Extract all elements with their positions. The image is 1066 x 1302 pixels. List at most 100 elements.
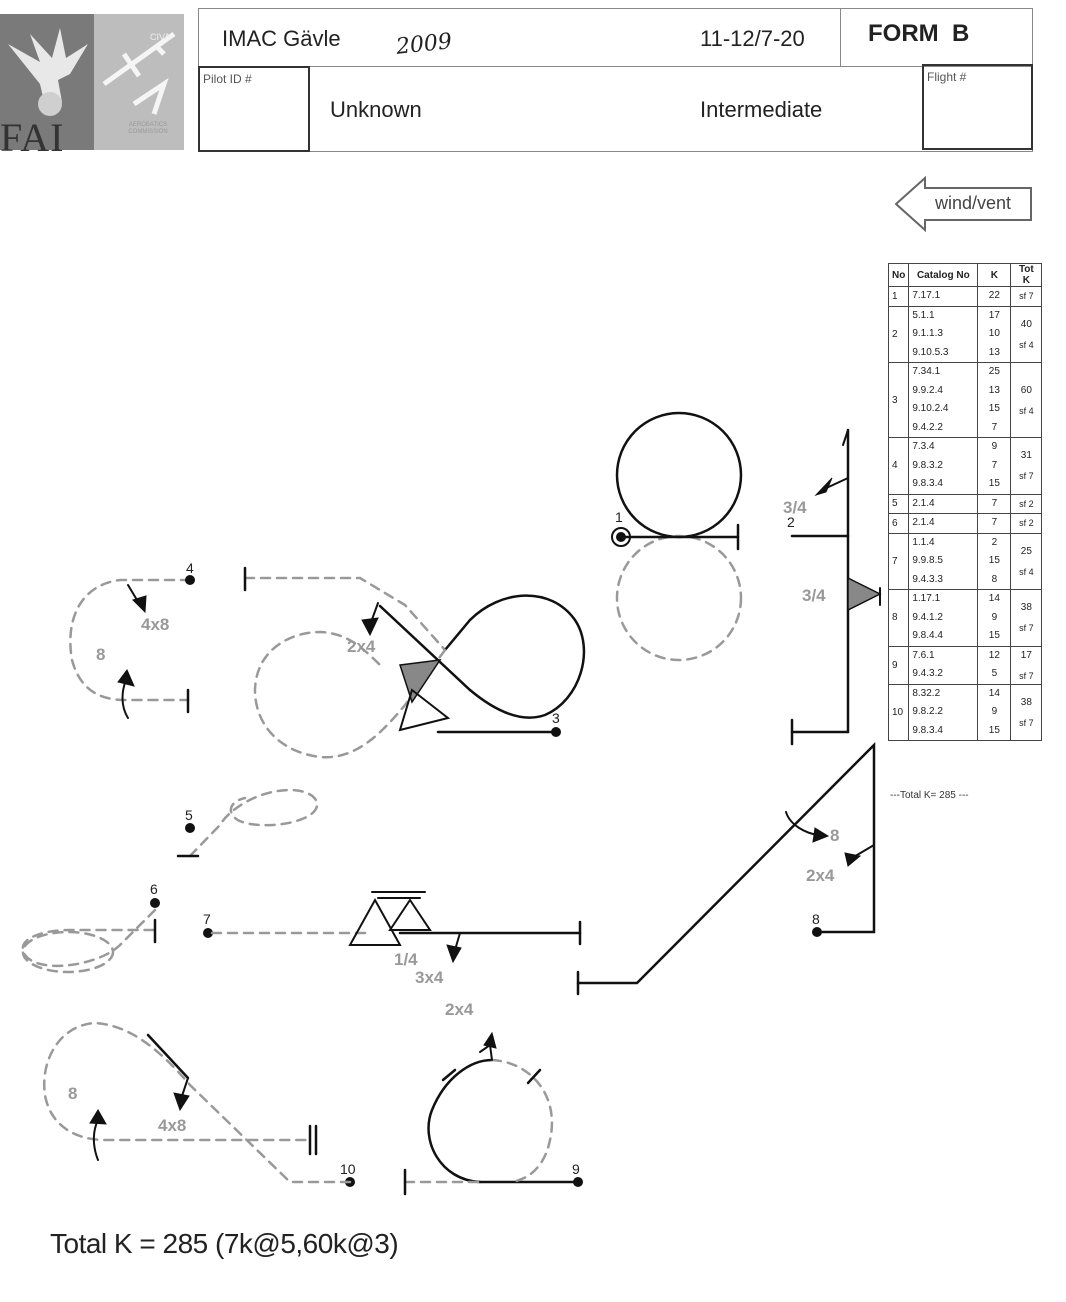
- cell-no: 4: [887, 437, 910, 495]
- cell-catalog: 7.6.1 9.4.3.2: [908, 645, 979, 685]
- cell-catalog: 2.1.4: [908, 493, 979, 514]
- figure-7: [203, 891, 582, 964]
- cell-totk: 38 sf 7: [1010, 683, 1043, 741]
- cell-totk: 25 sf 4: [1010, 532, 1043, 590]
- cell-catalog: 7.34.1 9.9.2.4 9.10.2.4 9.4.2.2: [908, 362, 979, 438]
- cell-catalog: 2.1.4: [908, 513, 979, 534]
- cell-totk-value: 38: [1020, 696, 1032, 708]
- figure-5: [176, 788, 319, 858]
- cell-no: 5: [887, 493, 910, 514]
- fai-logo: FAI CIVA AEROBATICS COMMISSION: [0, 14, 184, 160]
- spin-label-fig4: 8: [96, 645, 106, 664]
- cell-totk-value: 38: [1020, 602, 1032, 614]
- cell-safety-factor: sf 4: [1019, 339, 1034, 350]
- col-k: K: [977, 263, 1012, 287]
- roll-label-fig7-b: 3x4: [415, 968, 444, 987]
- cell-no: 9: [887, 645, 910, 685]
- cell-no: 1: [887, 286, 910, 307]
- cell-no: 7: [887, 532, 910, 590]
- figure-number-9: 9: [572, 1161, 580, 1177]
- cell-totk: 31 sf 7: [1010, 437, 1043, 495]
- header-divider: [198, 66, 1033, 67]
- roll-label-fig4: 4x8: [141, 615, 170, 634]
- airplane-icon: [102, 31, 176, 115]
- figure-number-4: 4: [186, 560, 194, 576]
- cell-catalog: 7.17.1: [908, 286, 979, 307]
- cell-no: 10: [887, 683, 910, 741]
- wind-direction: wind/vent: [895, 176, 1033, 233]
- flight-number-label: Flight #: [927, 70, 967, 84]
- cell-safety-factor: sf 7: [1019, 717, 1034, 728]
- cell-totk: 17 sf 7: [1010, 645, 1043, 685]
- roll-label-fig2-a: 3/4: [783, 498, 807, 517]
- figure-number-8: 8: [812, 911, 820, 927]
- cell-safety-factor: sf 7: [1019, 471, 1034, 482]
- table-total-k: ---Total K= 285 ---: [890, 790, 969, 801]
- cell-k: 14 9 15: [977, 683, 1012, 741]
- sequence-name: Unknown: [330, 97, 422, 122]
- cell-safety-factor: sf 7: [1019, 670, 1034, 681]
- roll-label-fig2-b: 3/4: [802, 586, 826, 605]
- figure-number-10: 10: [340, 1161, 356, 1177]
- figure-9: [403, 1031, 583, 1196]
- cell-safety-factor: sf 7: [1019, 291, 1034, 302]
- cell-k: 17 10 13: [977, 305, 1012, 363]
- col-catalog: Catalog No: [908, 263, 979, 287]
- cell-totk: 40 sf 4: [1010, 305, 1043, 363]
- cell-totk-value: 60: [1020, 384, 1032, 396]
- cell-safety-factor: sf 2: [1019, 518, 1034, 529]
- figure-4: [69, 575, 195, 719]
- cell-k: 9 7 15: [977, 437, 1012, 495]
- col-totk: Tot K: [1010, 263, 1043, 287]
- cell-totk: sf 2: [1010, 493, 1043, 514]
- roll-label-fig9: 2x4: [445, 1000, 474, 1019]
- roll-label-fig10: 4x8: [158, 1116, 187, 1135]
- table-header-row: No Catalog No K Tot K: [887, 263, 1043, 287]
- cell-no: 3: [887, 362, 910, 438]
- cell-safety-factor: sf 4: [1019, 405, 1034, 416]
- cell-catalog: 8.32.2 9.8.2.2 9.8.3.4: [908, 683, 979, 741]
- cell-totk: sf 7: [1010, 286, 1043, 307]
- contest-name: IMAC Gävle: [222, 26, 341, 51]
- cell-safety-factor: sf 4: [1019, 566, 1034, 577]
- cell-totk: 60 sf 4: [1010, 362, 1043, 438]
- cell-totk-value: 31: [1020, 450, 1032, 462]
- civa-logo-text: CIVA: [150, 32, 171, 42]
- cell-k: 22: [977, 286, 1012, 307]
- cell-totk-value: 17: [1020, 649, 1032, 661]
- cell-catalog: 1.17.1 9.4.1.2 9.8.4.4: [908, 589, 979, 647]
- class-name: Intermediate: [700, 97, 823, 122]
- total-k: Total K = 285 (7k@5,60k@3): [50, 1228, 399, 1259]
- figure-3: [243, 566, 586, 759]
- cell-catalog: 7.3.4 9.8.3.2 9.8.3.4: [908, 437, 979, 495]
- roll-label-fig7-a: 1/4: [394, 950, 418, 969]
- figure-number-3: 3: [552, 710, 560, 726]
- figure-1: [611, 411, 743, 662]
- wind-arrow-icon: [895, 176, 1032, 233]
- header-divider-vertical: [840, 8, 841, 66]
- cell-no: 8: [887, 589, 910, 647]
- cell-safety-factor: sf 2: [1019, 498, 1034, 509]
- cell-k: 12 5: [977, 645, 1012, 685]
- figure-number-1: 1: [615, 509, 623, 525]
- roll-label-fig3: 2x4: [347, 637, 376, 656]
- roll-number-fig8: 8: [830, 826, 840, 845]
- figure-10: [43, 1021, 355, 1187]
- cell-totk-value: 25: [1020, 545, 1032, 557]
- form-label: FORM B: [868, 20, 970, 47]
- col-no: No: [887, 263, 910, 287]
- figure-6: [21, 898, 160, 974]
- cell-totk: sf 2: [1010, 513, 1043, 534]
- cell-totk-value: 40: [1020, 318, 1032, 330]
